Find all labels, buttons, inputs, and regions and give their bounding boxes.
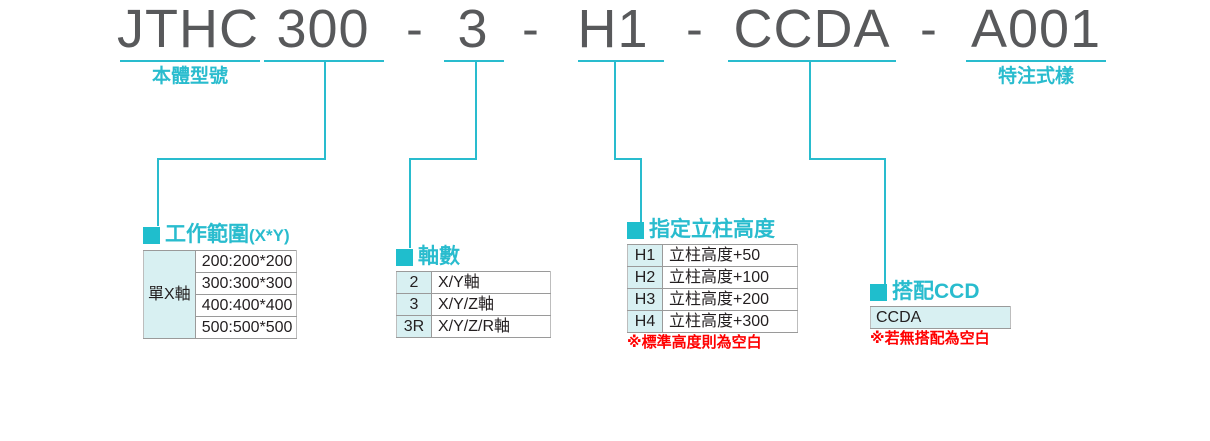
block-working-range-title-suffix: (X*Y) <box>249 226 290 245</box>
code-underline-ccd <box>728 60 896 62</box>
working-range-value: 300:300*300 <box>195 272 298 295</box>
axis-count-key: 2 <box>396 271 432 294</box>
leader-ccd-horizontal <box>809 158 886 160</box>
leader-height-vertical-top <box>614 60 616 160</box>
block-ccd-header: 搭配CCD <box>870 281 1011 303</box>
column-height-key: H4 <box>627 310 663 333</box>
block-working-range-title-text: 工作範圍 <box>165 223 249 246</box>
square-marker-icon <box>627 221 644 239</box>
axis-count-key: 3 <box>396 293 432 316</box>
column-height-table: H1 立柱高度+50 H2 立柱高度+100 H3 立柱高度+200 H4 立柱… <box>627 244 798 333</box>
table-row: 3R X/Y/Z/R軸 <box>396 315 551 338</box>
square-marker-icon <box>143 227 160 244</box>
table-row: 500:500*500 <box>144 316 298 339</box>
working-range-value: 500:500*500 <box>195 316 298 339</box>
table-row: 400:400*400 <box>144 294 298 317</box>
code-caption-body-model: 本體型號 <box>151 66 228 87</box>
table-row: H3 立柱高度+200 <box>627 288 798 311</box>
code-underline-special <box>966 60 1106 62</box>
column-height-key: H2 <box>627 266 663 289</box>
axis-count-value: X/Y軸 <box>431 271 551 294</box>
block-working-range-title: 工作範圍(X*Y) <box>165 224 290 247</box>
leader-axis-vertical-bottom <box>409 158 411 248</box>
model-code-row: JTHC 本體型號 300 - 3 - H1 - CCDA - A001 特注式… <box>0 0 1210 87</box>
working-range-value: 400:400*400 <box>195 294 298 317</box>
block-working-range: 工作範圍(X*Y) 單X軸 200:200*200 300:300*300 40… <box>143 224 298 339</box>
axis-count-table: 2 X/Y軸 3 X/Y/Z軸 3R X/Y/Z/R軸 <box>396 271 551 338</box>
leader-height-vertical-bottom <box>640 158 642 222</box>
block-column-height-header: 指定立柱高度 <box>627 219 798 241</box>
leader-axis-horizontal <box>409 158 477 160</box>
code-underline-body-model <box>120 60 260 62</box>
code-separator-4: - <box>920 1 938 57</box>
table-row: H2 立柱高度+100 <box>627 266 798 289</box>
axis-count-value: X/Y/Z軸 <box>431 293 551 316</box>
column-height-value: 立柱高度+200 <box>662 288 798 311</box>
code-underline-axis <box>444 60 504 62</box>
block-ccd-title: 搭配CCD <box>892 280 980 303</box>
code-separator-3: - <box>686 1 704 57</box>
code-segment-height: H1 <box>577 0 649 59</box>
column-height-value: 立柱高度+50 <box>662 244 798 267</box>
working-range-value: 200:200*200 <box>195 250 298 273</box>
code-separator-2: - <box>522 1 540 57</box>
column-height-value: 立柱高度+300 <box>662 310 798 333</box>
table-row: 3 X/Y/Z軸 <box>396 293 551 316</box>
square-marker-icon <box>396 248 413 266</box>
block-ccd: 搭配CCD CCDA ※若無搭配為空白 <box>870 281 1011 348</box>
ccd-value: CCDA <box>870 306 1011 329</box>
block-axis-count-header: 軸數 <box>396 246 551 268</box>
leader-height-horizontal <box>614 158 642 160</box>
code-caption-special: 特注式樣 <box>997 66 1074 87</box>
block-working-range-header: 工作範圍(X*Y) <box>143 224 297 247</box>
column-height-note: ※標準高度則為空白 <box>627 334 762 351</box>
table-row: CCDA <box>870 306 1011 329</box>
column-height-value: 立柱高度+100 <box>662 266 798 289</box>
leader-ccd-vertical-bottom <box>884 158 886 284</box>
leader-range-vertical-top <box>324 60 326 160</box>
code-segment-range: 300 <box>276 0 370 59</box>
table-row: 300:300*300 <box>144 272 298 295</box>
leader-range-horizontal <box>157 158 326 160</box>
square-marker-icon <box>870 283 887 301</box>
code-segment-special: A001 <box>970 0 1102 59</box>
code-segment-ccd: CCDA <box>733 0 891 59</box>
table-row: 單X軸 200:200*200 <box>143 250 298 339</box>
leader-axis-vertical-top <box>475 60 477 160</box>
working-range-key: 單X軸 <box>143 250 196 339</box>
column-height-key: H3 <box>627 288 663 311</box>
code-separator-1: - <box>406 1 424 57</box>
axis-count-value: X/Y/Z/R軸 <box>431 315 551 338</box>
table-row: 2 X/Y軸 <box>396 271 551 294</box>
ccd-table: CCDA <box>870 306 1011 329</box>
ccd-note: ※若無搭配為空白 <box>870 330 990 347</box>
leader-ccd-vertical-top <box>809 60 811 160</box>
working-range-table: 單X軸 200:200*200 300:300*300 400:400*400 … <box>143 250 298 339</box>
code-underline-height <box>578 60 664 62</box>
table-row: H4 立柱高度+300 <box>627 310 798 333</box>
leader-range-vertical-bottom <box>157 158 159 226</box>
block-axis-count: 軸數 2 X/Y軸 3 X/Y/Z軸 3R X/Y/Z/R軸 <box>396 246 551 338</box>
block-axis-count-title: 軸數 <box>418 245 460 268</box>
column-height-key: H1 <box>627 244 663 267</box>
block-column-height-title: 指定立柱高度 <box>649 218 775 241</box>
code-segment-axis: 3 <box>457 0 489 59</box>
block-column-height: 指定立柱高度 H1 立柱高度+50 H2 立柱高度+100 H3 立柱高度+20… <box>627 219 798 352</box>
axis-count-key: 3R <box>396 315 432 338</box>
table-row: H1 立柱高度+50 <box>627 244 798 267</box>
code-segment-body-model: JTHC <box>117 0 259 59</box>
